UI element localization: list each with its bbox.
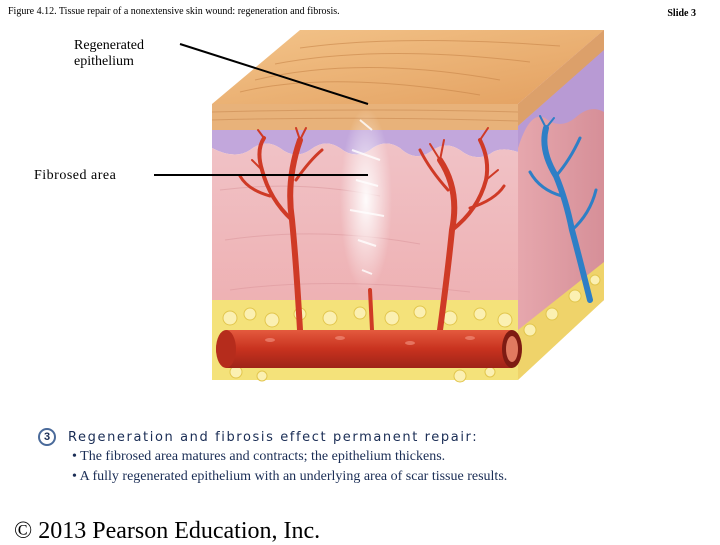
slide-number: Slide 3	[667, 8, 696, 19]
regenerated-epithelium-label: Regenerated epithelium	[74, 38, 144, 69]
step-heading: 3 Regeneration and fibrosis effect perma…	[38, 428, 478, 446]
figure-caption: Figure 4.12. Tissue repair of a nonexten…	[8, 6, 340, 17]
vein	[528, 115, 598, 303]
epithelium-leader-line	[179, 43, 369, 105]
step-bullet: • The fibrosed area matures and contract…	[72, 449, 446, 464]
step-number-badge: 3	[38, 428, 56, 446]
step-title: Regeneration and fibrosis effect permane…	[68, 429, 479, 445]
main-blood-vessel	[216, 330, 520, 368]
step-bullet: • A fully regenerated epithelium with an…	[72, 469, 508, 484]
fibrosed-area	[340, 108, 392, 292]
arteries	[238, 127, 506, 333]
copyright-notice: © 2013 Pearson Education, Inc.	[14, 518, 321, 544]
fibrosed-area-label: Fibrosed area	[34, 168, 117, 183]
